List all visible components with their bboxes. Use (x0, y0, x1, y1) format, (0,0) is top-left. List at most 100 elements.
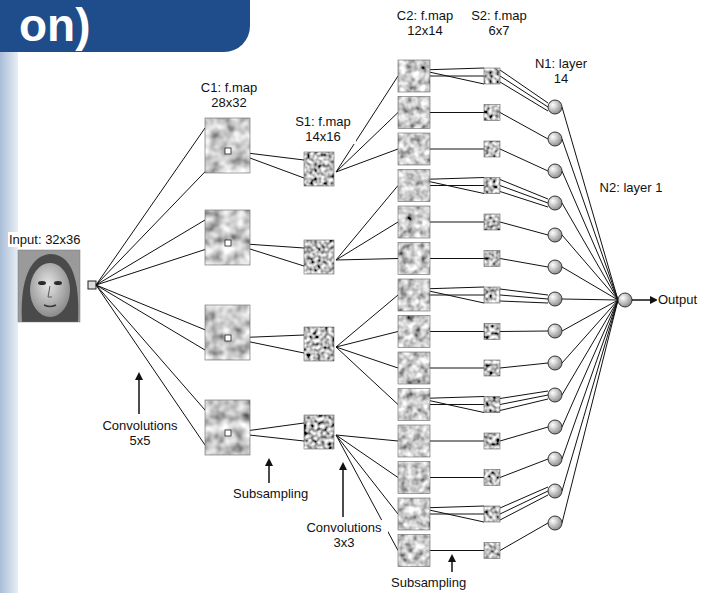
feature-map (484, 543, 500, 559)
feature-map-border (205, 305, 250, 360)
operation-label: Convolutions 5x5 (96, 418, 184, 448)
feature-map-border (484, 470, 500, 486)
connection-line (500, 149, 548, 171)
neuron (548, 132, 562, 146)
feature-map-border (484, 287, 500, 303)
layer-label: C2: f.map 12x14 (392, 8, 458, 38)
feature-map-border (398, 352, 430, 384)
connection-line (562, 300, 618, 491)
connection-line (96, 220, 205, 285)
connection-line (336, 347, 398, 368)
feature-map-border (398, 243, 430, 275)
feature-map-border (484, 543, 500, 559)
connection-line (500, 192, 548, 208)
output-label: Output (657, 292, 698, 307)
layer-label: N2: layer 1 (598, 180, 664, 195)
input-face-image (18, 250, 96, 322)
feature-map-border (484, 251, 500, 267)
feature-map-border (398, 462, 430, 494)
neuron (548, 292, 562, 306)
feature-map (398, 425, 430, 457)
connection-line (500, 391, 548, 399)
feature-map (484, 105, 500, 121)
connection-line (430, 514, 484, 515)
neuron (548, 388, 562, 402)
connection-line (336, 222, 398, 260)
layer-label: C1: f.map 28x32 (196, 80, 262, 110)
feature-map (484, 397, 500, 413)
receptive-field-marker (225, 335, 231, 341)
input-label: Input: 32x36 (8, 232, 82, 247)
layer-label: S2: f.map 6x7 (466, 8, 532, 38)
feature-map-border (484, 105, 500, 121)
feature-map (484, 287, 500, 303)
connection-line (336, 347, 398, 405)
feature-map (398, 243, 430, 275)
connection-line (430, 331, 484, 332)
connection-line (336, 149, 398, 172)
neuron-layers (548, 100, 632, 530)
feature-map (304, 327, 334, 361)
connection-line (336, 435, 398, 514)
feature-map (484, 470, 500, 486)
feature-map-border (398, 425, 430, 457)
feature-map (484, 251, 500, 267)
receptive-field-marker (225, 240, 231, 246)
neuron (548, 420, 562, 434)
feature-map (205, 400, 250, 455)
feature-map (398, 60, 430, 92)
feature-map-border (398, 97, 430, 129)
connection-line (96, 128, 205, 285)
feature-map (398, 206, 430, 238)
connection-line (336, 435, 398, 478)
feature-map-border (484, 433, 500, 449)
operation-label: Subsampling (390, 575, 467, 590)
connection-line (336, 332, 398, 348)
connection-lines (96, 68, 618, 551)
feature-map (484, 178, 500, 194)
neuron (548, 452, 562, 466)
connection-line (430, 550, 484, 551)
connection-line (562, 139, 618, 300)
side-strip (0, 0, 18, 593)
neuron (548, 260, 562, 274)
feature-map-border (484, 360, 500, 376)
connection-line (430, 368, 484, 369)
connection-line (430, 112, 484, 113)
feature-maps (205, 60, 500, 567)
connection-line (430, 441, 484, 442)
connection-line (500, 295, 548, 299)
feature-map (205, 305, 250, 360)
connection-line (430, 149, 484, 150)
neuron (548, 228, 562, 242)
feature-map-border (484, 397, 500, 413)
feature-map (398, 352, 430, 384)
feature-map (484, 360, 500, 376)
connection-line (500, 491, 548, 514)
feature-map-border (205, 118, 250, 173)
neuron (548, 516, 562, 530)
pointer-arrows (139, 300, 654, 572)
feature-map-border (484, 141, 500, 157)
connection-line (500, 259, 548, 268)
feature-map-border (304, 415, 334, 449)
feature-map-border (398, 279, 430, 311)
connection-line (430, 477, 484, 478)
feature-map (205, 210, 250, 265)
receptive-field-marker (225, 148, 231, 154)
feature-map (398, 133, 430, 165)
feature-map-border (398, 389, 430, 421)
feature-map-border (398, 498, 430, 530)
receptive-field-marker (225, 430, 231, 436)
feature-map (398, 535, 430, 567)
connection-line (430, 295, 484, 296)
connection-line (562, 300, 618, 331)
feature-map (484, 506, 500, 522)
feature-map-border (205, 400, 250, 455)
operation-label: Subsampling (232, 486, 309, 501)
connection-line (336, 435, 398, 441)
connection-line (500, 395, 548, 405)
feature-map-border (398, 60, 430, 92)
connection-line (336, 186, 398, 261)
